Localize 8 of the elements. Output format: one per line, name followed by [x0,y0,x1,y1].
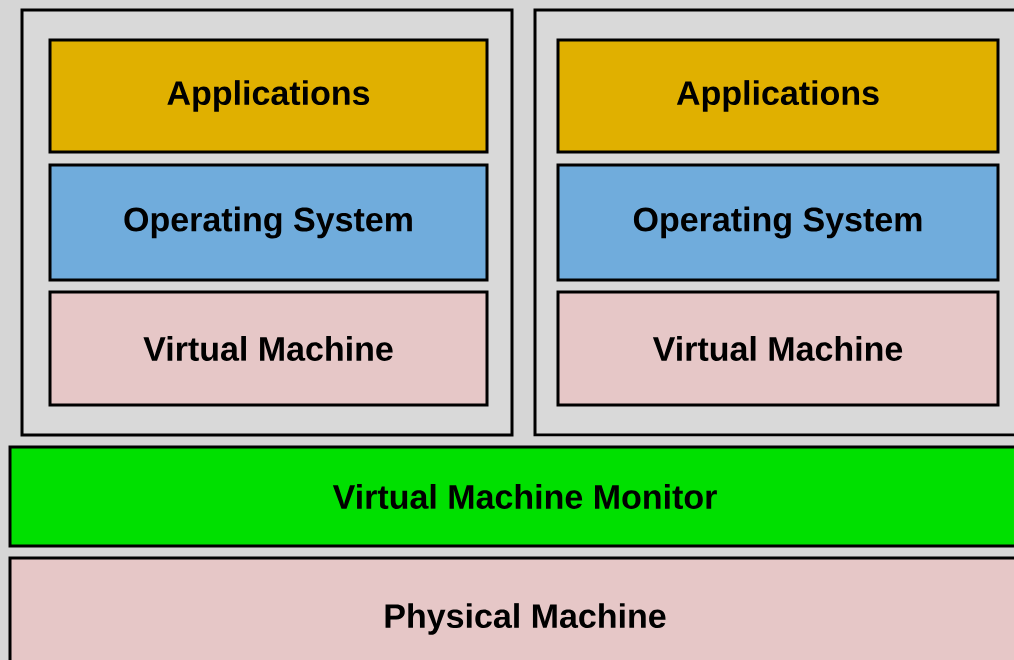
layer-box: Applications [556,38,1000,154]
layer-box: Applications [48,38,489,154]
layer-box: Virtual Machine [48,290,489,407]
layer-box: Virtual Machine Monitor [8,445,1014,548]
layer-box: Operating System [556,163,1000,282]
layer-box: Operating System [48,163,489,282]
layer-box: Virtual Machine [556,290,1000,407]
layer-box: Physical Machine [8,556,1014,660]
